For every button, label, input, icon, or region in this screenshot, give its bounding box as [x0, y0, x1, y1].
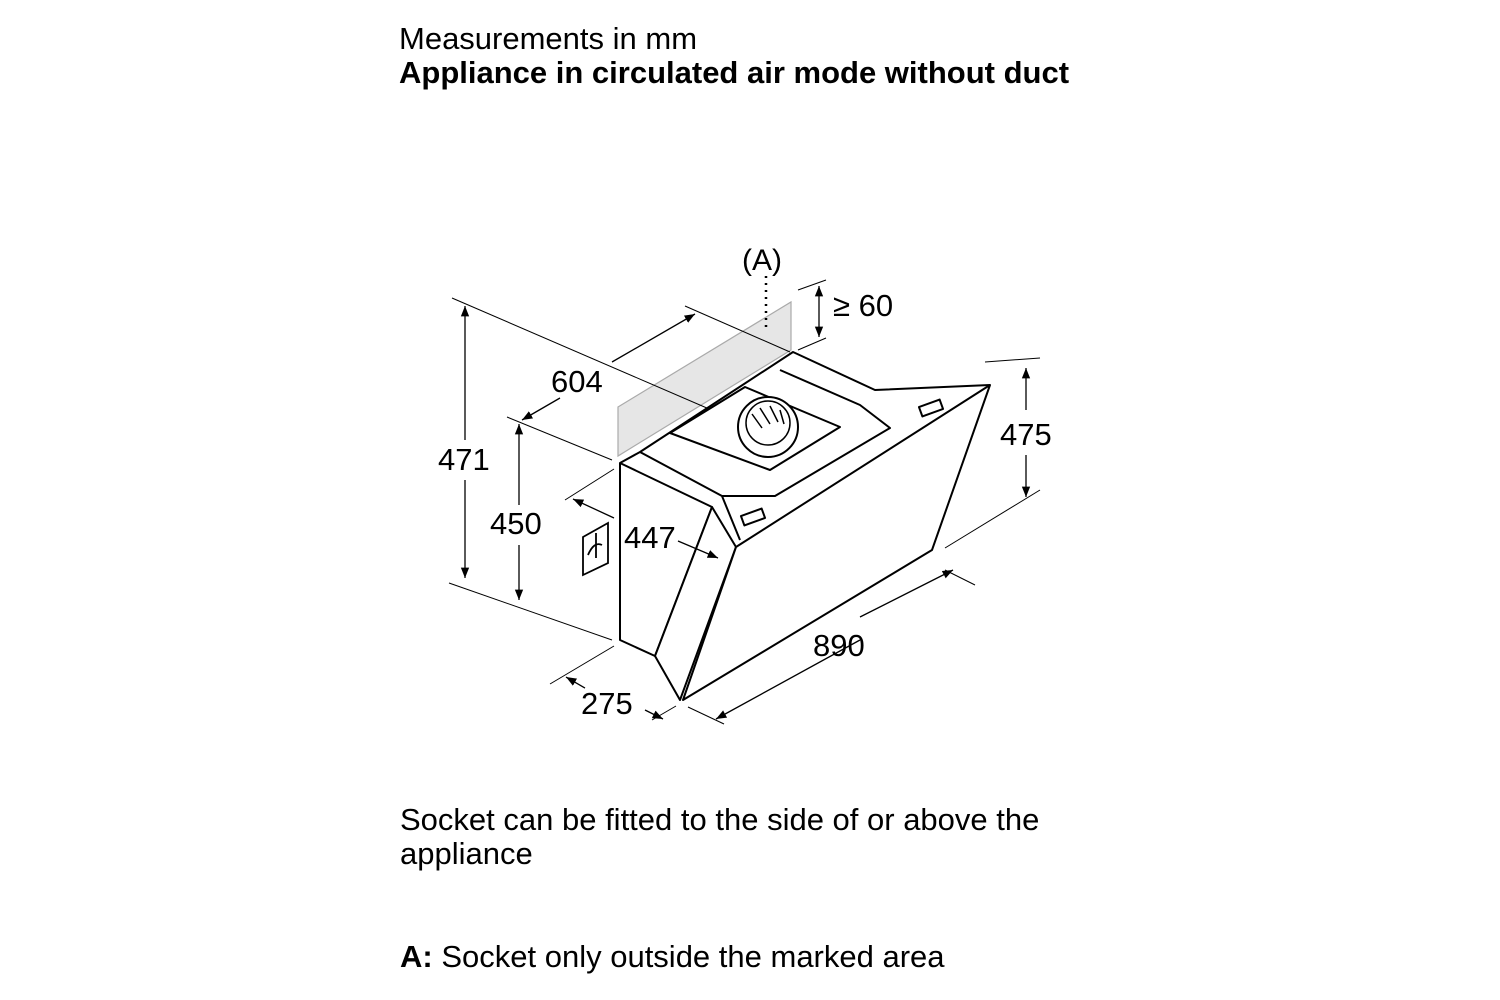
dim-width-glass: 890 [813, 628, 865, 663]
dim-height-right: 475 [1000, 417, 1052, 452]
dim-clearance: ≥ 60 [833, 288, 893, 323]
legend-a: A: Socket only outside the marked area [400, 940, 945, 974]
dim-depth-top: 447 [624, 520, 676, 555]
dim-depth-bottom: 275 [581, 686, 633, 721]
dim-height-total: 471 [438, 442, 490, 477]
dimension-arrows [460, 286, 1031, 720]
page-title: Appliance in circulated air mode without… [399, 55, 1070, 90]
hood-body [619, 351, 991, 701]
socket-note: Socket can be fitted to the side of or a… [400, 802, 1040, 871]
legend-text: Socket only outside the marked area [441, 939, 945, 974]
units-label: Measurements in mm [399, 21, 698, 56]
socket-icon [582, 521, 609, 577]
dim-width-top: 604 [551, 364, 603, 399]
legend-key: A: [400, 939, 433, 974]
socket-exclusion-area [617, 300, 792, 458]
marker-a-label: (A) [742, 244, 782, 277]
dim-height-body: 450 [490, 506, 542, 541]
